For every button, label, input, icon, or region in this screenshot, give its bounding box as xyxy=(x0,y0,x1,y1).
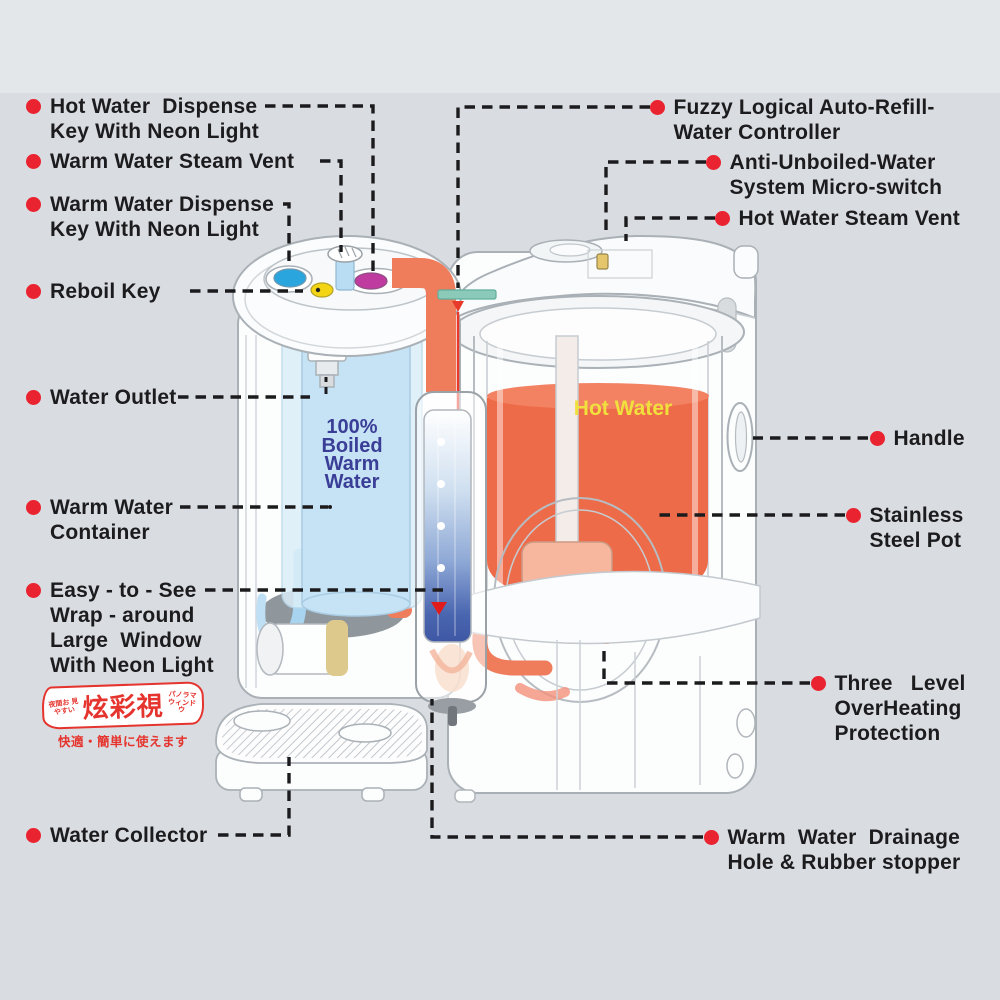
label-water-outlet: Water Outlet xyxy=(26,385,176,410)
background-top-strip xyxy=(0,0,1000,93)
hot-dispense-key xyxy=(354,272,388,290)
red-dot xyxy=(26,153,41,169)
red-dot xyxy=(26,283,41,299)
svg-text:Boiled: Boiled xyxy=(321,435,382,457)
label-warm-water-steam-vent: Warm Water Steam Vent xyxy=(26,149,294,174)
pump-tube xyxy=(555,335,579,563)
label-three-level-overheating: Three Level OverHeating Protection xyxy=(810,671,966,746)
label-easy-to-see-window: Easy - to - See Wrap - around Large Wind… xyxy=(26,578,214,678)
micro-switch xyxy=(596,253,609,270)
spout-ring xyxy=(326,620,348,676)
water-collector-tray xyxy=(215,703,428,802)
logo-tagline: 快適・簡単に使えます xyxy=(57,735,188,749)
svg-text:Warm: Warm xyxy=(325,453,380,475)
stainless-band xyxy=(459,570,761,645)
warm-steam-vent xyxy=(327,245,363,291)
hot-water-label: Hot Water xyxy=(574,397,672,420)
red-dot xyxy=(26,389,41,405)
logo-main-text: 炫彩視 xyxy=(82,690,165,724)
handle xyxy=(726,402,754,472)
red-dot xyxy=(649,99,665,115)
red-dot xyxy=(869,430,885,446)
red-dot xyxy=(26,827,41,843)
label-hot-water-steam-vent: Hot Water Steam Vent xyxy=(714,206,960,231)
red-dot xyxy=(26,196,41,212)
red-dot xyxy=(26,582,41,598)
pointer-lines xyxy=(178,104,868,839)
red-dot xyxy=(810,675,826,691)
warm-water-unit: 100% Boiled Warm Water xyxy=(215,235,462,802)
label-reboil-key: Reboil Key xyxy=(26,279,161,304)
warm-dispense-key xyxy=(273,268,307,288)
level-window xyxy=(415,391,487,726)
level-marker xyxy=(431,602,447,615)
logo-right-note: パノラマ ウィンドウ xyxy=(167,691,197,715)
logo-left-note: 夜間お 見やすい xyxy=(48,698,80,716)
red-dot xyxy=(845,507,861,523)
hot-water-unit: Hot Water xyxy=(412,234,761,803)
red-dot xyxy=(703,829,719,845)
red-dot xyxy=(26,499,41,515)
warm-water-text: 100% Boiled Warm Water xyxy=(321,416,382,493)
red-dot xyxy=(705,154,721,170)
logo-banner: 夜間お 見やすい 炫彩視 パノラマ ウィンドウ xyxy=(41,681,205,730)
reboil-key xyxy=(310,282,334,298)
svg-text:Water: Water xyxy=(325,471,380,493)
svg-text:100%: 100% xyxy=(326,416,377,438)
label-fuzzy-logical-controller: Fuzzy Logical Auto-Refill-Water Controll… xyxy=(649,95,935,145)
label-water-collector: Water Collector xyxy=(26,823,207,848)
brand-logo: 夜間お 見やすい 炫彩視 パノラマ ウィンドウ 快適・簡単に使えます xyxy=(41,681,205,750)
label-handle: Handle xyxy=(869,426,965,451)
red-dot xyxy=(26,98,41,114)
red-dot xyxy=(714,210,730,226)
